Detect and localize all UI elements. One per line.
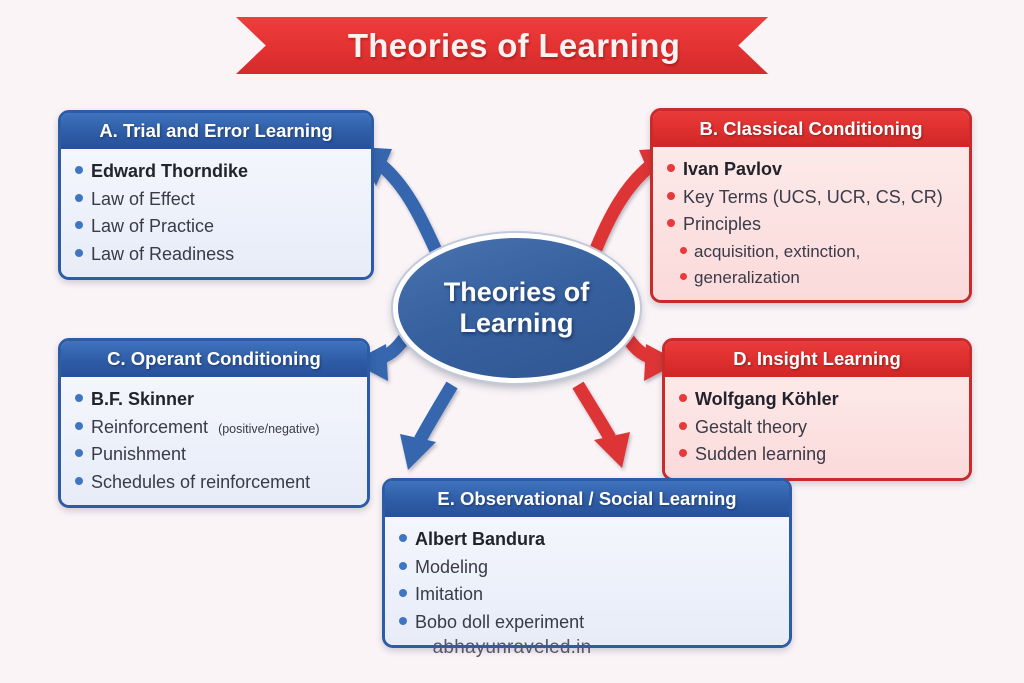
list-item-label: Sudden learning [695,444,827,465]
card-body: Albert Bandura Modeling Imitation Bobo d… [385,517,789,646]
card-header: E. Observational / Social Learning [385,481,789,517]
bullet-list: Wolfgang Köhler Gestalt theory Sudden le… [679,386,959,469]
bullet-icon [75,476,83,485]
card-header: D. Insight Learning [665,341,969,377]
title-ribbon: Theories of Learning [236,17,769,74]
list-item-label: Albert Bandura [415,529,546,549]
center-node-label: Theories of Learning [444,277,590,340]
bullet-list: Ivan Pavlov Key Terms (UCS, UCR, CS, CR)… [667,156,959,291]
list-item: Sudden learning [679,441,959,469]
list-item-label: acquisition, extinction, [694,241,861,261]
list-item: Imitation [399,581,779,609]
bullet-icon [75,193,83,202]
list-item: acquisition, extinction, [680,239,959,265]
list-item-label: Punishment [91,444,187,465]
footer-credit: abhayunraveled.in [432,637,592,658]
list-item: Principles [667,211,959,239]
bullet-icon [75,248,83,257]
list-item-label: Modeling [415,556,489,577]
card-body: B.F. Skinner Reinforcement (positive/nega… [61,377,367,506]
list-item: Bobo doll experiment [399,609,779,637]
card-body: Edward Thorndike Law of Effect Law of Pr… [61,149,371,278]
list-item: Reinforcement (positive/negative) [75,414,357,442]
card-title: C. Operant Conditioning [107,348,321,369]
list-item: Edward Thorndike [75,158,361,186]
bullet-icon [680,246,687,254]
list-item-note: (positive/negative) [218,421,320,436]
list-item-label: Wolfgang Köhler [695,389,839,409]
page-title: Theories of Learning [347,26,681,64]
card-header: B. Classical Conditioning [653,111,969,147]
bullet-icon [667,164,675,172]
card-classical-conditioning[interactable]: B. Classical Conditioning Ivan Pavlov Ke… [650,108,972,303]
list-item-label: Schedules of reinforcement [91,471,311,492]
bullet-icon [667,191,675,200]
bullet-icon [679,421,687,430]
bullet-icon [399,589,407,598]
bullet-icon [667,219,675,228]
list-item-label: generalization [694,267,800,287]
bullet-list: Albert Bandura Modeling Imitation Bobo d… [399,526,779,636]
bullet-icon [399,534,407,542]
card-title: B. Classical Conditioning [699,118,923,139]
card-header: A. Trial and Error Learning [61,113,371,149]
bullet-list: B.F. Skinner Reinforcement (positive/nega… [75,386,357,496]
list-item: generalization [680,265,959,291]
card-observational-social-learning[interactable]: E. Observational / Social Learning Alber… [382,478,792,649]
card-title: E. Observational / Social Learning [437,488,737,509]
list-item-label: Law of Practice [91,216,215,237]
list-item-label: Imitation [415,584,484,605]
bullet-icon [75,166,83,174]
arrow-hub-to-observational-learning [400,381,458,470]
card-header: C. Operant Conditioning [61,341,367,377]
list-item: Albert Bandura [399,526,779,554]
list-item-label: Principles [683,214,762,235]
bullet-icon [679,394,687,402]
bullet-icon [75,449,83,458]
bullet-icon [75,394,83,402]
card-trial-and-error-learning[interactable]: A. Trial and Error Learning Edward Thorn… [58,110,374,281]
bullet-icon [75,221,83,230]
list-item-label: Ivan Pavlov [683,159,783,179]
list-item: Ivan Pavlov [667,156,959,184]
list-item: Schedules of reinforcement [75,469,357,497]
center-node-line-2: Learning [459,308,574,338]
list-item-label: Edward Thorndike [91,161,249,181]
list-item: Key Terms (UCS, UCR, CS, CR) [667,184,959,212]
bullet-list: Edward Thorndike Law of Effect Law of Pr… [75,158,361,268]
list-item: Law of Practice [75,213,361,241]
center-node-theories-of-learning[interactable]: Theories of Learning [393,233,640,383]
list-item-label: Bobo doll experiment [415,611,585,632]
bullet-icon [679,449,687,458]
card-insight-learning[interactable]: D. Insight Learning Wolfgang Köhler Gest… [662,338,972,481]
bullet-icon [75,421,83,430]
list-item-label: Law of Readiness [91,243,235,264]
list-item-label: Law of Effect [91,188,195,209]
bullet-icon [399,616,407,625]
list-item: Wolfgang Köhler [679,386,959,414]
card-title: D. Insight Learning [733,348,901,369]
card-body: Ivan Pavlov Key Terms (UCS, UCR, CS, CR)… [653,147,969,300]
list-item-label: B.F. Skinner [91,389,195,409]
list-item-label: Reinforcement [91,416,209,437]
list-item-label: Gestalt theory [695,416,808,437]
list-item: Punishment [75,441,357,469]
list-item: Gestalt theory [679,414,959,442]
list-item: B.F. Skinner [75,386,357,414]
bullet-icon [680,272,687,280]
list-item: Law of Effect [75,186,361,214]
list-item: Modeling [399,554,779,582]
bullet-icon [399,561,407,570]
card-title: A. Trial and Error Learning [99,120,333,141]
list-item-label: Key Terms (UCS, UCR, CS, CR) [683,186,943,207]
arrow-hub-down-right [572,381,630,468]
card-operant-conditioning[interactable]: C. Operant Conditioning B.F. Skinner Rei… [58,338,370,509]
list-item: Law of Readiness [75,241,361,269]
card-body: Wolfgang Köhler Gestalt theory Sudden le… [665,377,969,478]
center-node-line-1: Theories of [443,276,590,307]
